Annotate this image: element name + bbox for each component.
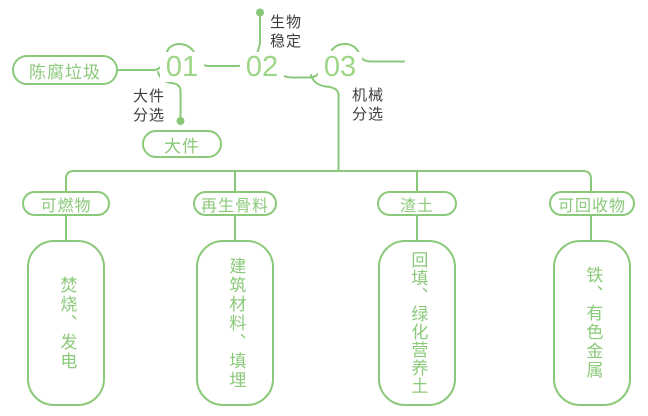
mechanical-sorting-branch-line	[310, 74, 340, 172]
step-number-03: 03	[318, 52, 362, 82]
label-bulky-sorting: 大件 分选	[133, 88, 166, 124]
category-combustibles: 可燃物	[22, 191, 110, 216]
detail-text-incineration-power: 焚烧、发电	[57, 275, 77, 371]
label-biological-stabilization: 生物 稳定	[270, 14, 303, 50]
source-node-aged-waste: 陈腐垃圾	[12, 55, 118, 85]
category-slag-soil: 渣土	[377, 191, 457, 216]
flow-line-source-to-01	[117, 60, 164, 71]
detail-text-iron-nonferrous: 铁、有色金属	[583, 266, 603, 380]
detail-box-slag-soil: 回填、绿化营养土	[378, 240, 456, 406]
step-number-01: 01	[160, 52, 204, 82]
tree-line	[65, 170, 592, 192]
detail-box-recyclables: 铁、有色金属	[553, 240, 631, 406]
detail-text-backfill-nutrient-soil: 回填、绿化营养土	[408, 251, 428, 395]
node-bulky-items: 大件	[142, 130, 222, 158]
category-recycled-aggregate: 再生骨料	[193, 191, 277, 216]
label-mechanical-sorting: 机械 分选	[352, 87, 385, 123]
node-dot-biostabilization	[256, 8, 264, 17]
category-recyclables: 可回收物	[549, 191, 635, 216]
detail-box-recycled-aggregate: 建筑材料、填埋	[196, 240, 274, 406]
node-dot-bulky	[176, 117, 185, 125]
flow-line-03-arc	[331, 42, 405, 63]
detail-box-combustibles: 焚烧、发电	[27, 240, 105, 406]
step-number-02: 02	[240, 52, 284, 82]
detail-text-building-material-landfill: 建筑材料、填埋	[226, 256, 246, 390]
